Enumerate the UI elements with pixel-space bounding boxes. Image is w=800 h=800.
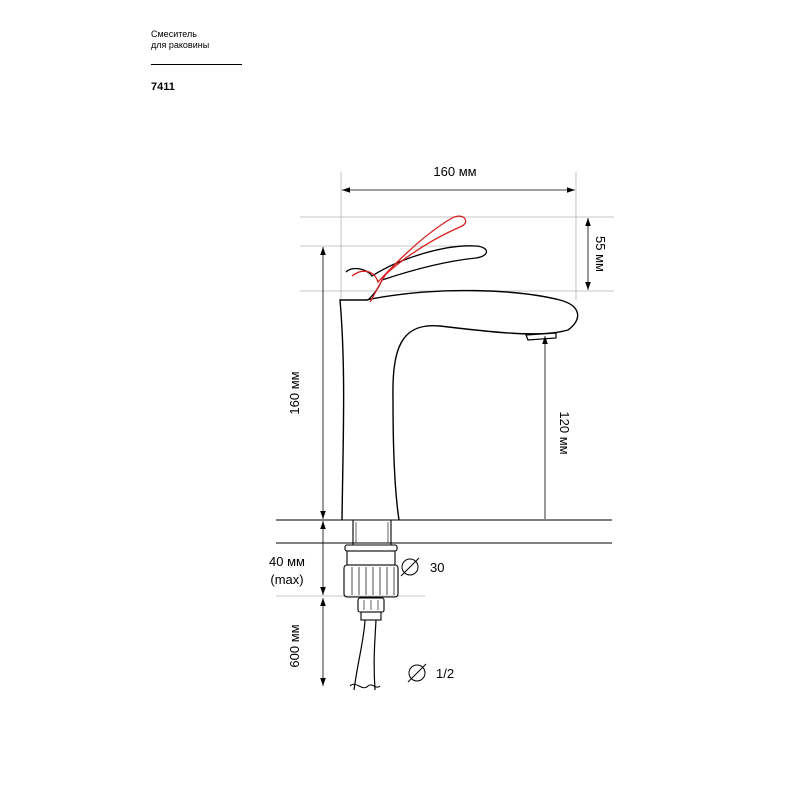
hose-break [349, 683, 381, 689]
label-hole-diameter: 30 [430, 560, 444, 575]
label-thickness-max: (max) [270, 572, 303, 587]
model-number: 7411 [151, 81, 175, 93]
mounting-hardware [343, 520, 399, 621]
label-width: 160 мм [433, 164, 476, 179]
lever-closed [345, 245, 488, 301]
lever-raised [351, 215, 467, 303]
label-height: 160 мм [287, 371, 302, 414]
label-spout-height: 120 мм [557, 411, 572, 454]
extension-lines [276, 172, 614, 597]
faucet-body [339, 289, 579, 521]
label-lever-travel: 55 мм [593, 236, 608, 272]
label-connection: 1/2 [436, 666, 454, 681]
flexible-hose [353, 619, 377, 691]
label-thickness: 40 мм [269, 554, 305, 569]
product-name-line2: для раковины [151, 40, 210, 50]
header-divider [151, 64, 242, 65]
dimension-lines [320, 187, 591, 686]
diameter-icon [400, 557, 420, 577]
diameter-icon [407, 663, 427, 683]
product-name-line1: Смеситель [151, 29, 197, 39]
countertop [276, 519, 612, 544]
label-hose-length: 600 мм [287, 624, 302, 667]
spout-aerator [525, 332, 557, 341]
